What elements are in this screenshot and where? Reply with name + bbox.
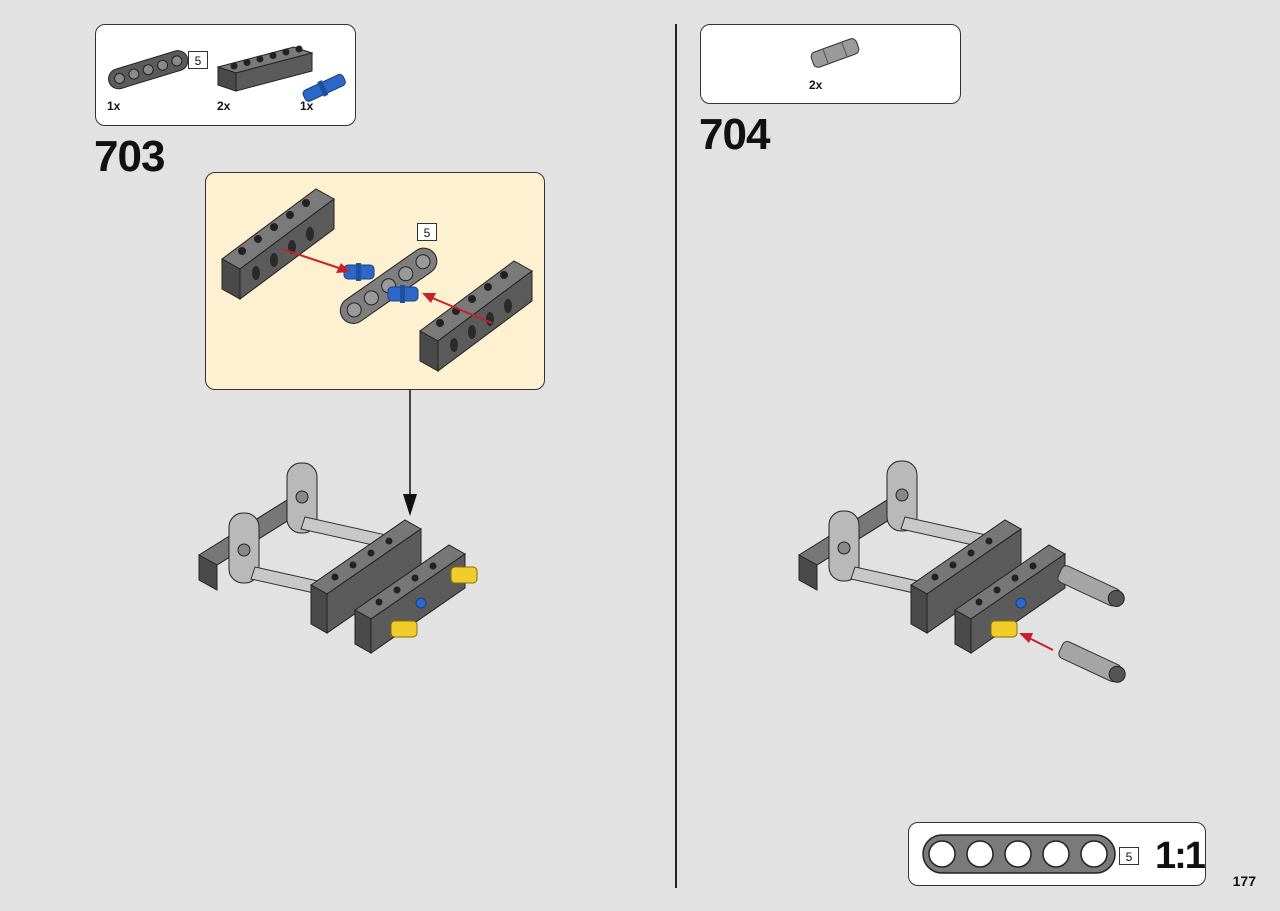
parts-list-704: 2x bbox=[700, 24, 961, 104]
step-number-704: 704 bbox=[699, 110, 770, 159]
assembly-model-704 bbox=[798, 460, 1126, 683]
part-qty: 2x bbox=[809, 78, 823, 92]
subassembly-callout: 5 bbox=[205, 172, 545, 390]
part-qty: 1x bbox=[107, 99, 121, 113]
axle-connector-icon bbox=[810, 38, 860, 68]
red-arrow-icon bbox=[281, 248, 350, 273]
blue-pin-icon bbox=[302, 73, 346, 102]
liftarm-5l-icon bbox=[922, 834, 1116, 874]
part-qty: 1x bbox=[300, 99, 314, 113]
page-divider bbox=[675, 24, 677, 888]
down-arrow-icon bbox=[403, 390, 417, 516]
length-label-box: 5 bbox=[417, 223, 437, 241]
scale-reference-box: 5 1:1 bbox=[908, 822, 1206, 886]
assembly-model-703 bbox=[198, 462, 478, 654]
length-label-box: 5 bbox=[1119, 847, 1139, 865]
step-number-703: 703 bbox=[94, 132, 165, 181]
technic-brick-icon bbox=[221, 188, 335, 300]
red-arrow-icon bbox=[422, 293, 493, 324]
length-label-box: 5 bbox=[188, 51, 208, 69]
part-qty: 2x bbox=[217, 99, 231, 113]
liftarm-5l-icon bbox=[108, 50, 189, 90]
blue-pin-icon bbox=[387, 285, 419, 303]
liftarm-5l-icon bbox=[339, 247, 438, 324]
parts-list-703: 5 1x 2x 1x bbox=[95, 24, 356, 126]
blue-pin-icon bbox=[343, 263, 375, 281]
scale-label: 1:1 bbox=[1155, 835, 1206, 877]
technic-brick-icon bbox=[216, 45, 314, 92]
page-number: 177 bbox=[1232, 873, 1256, 889]
